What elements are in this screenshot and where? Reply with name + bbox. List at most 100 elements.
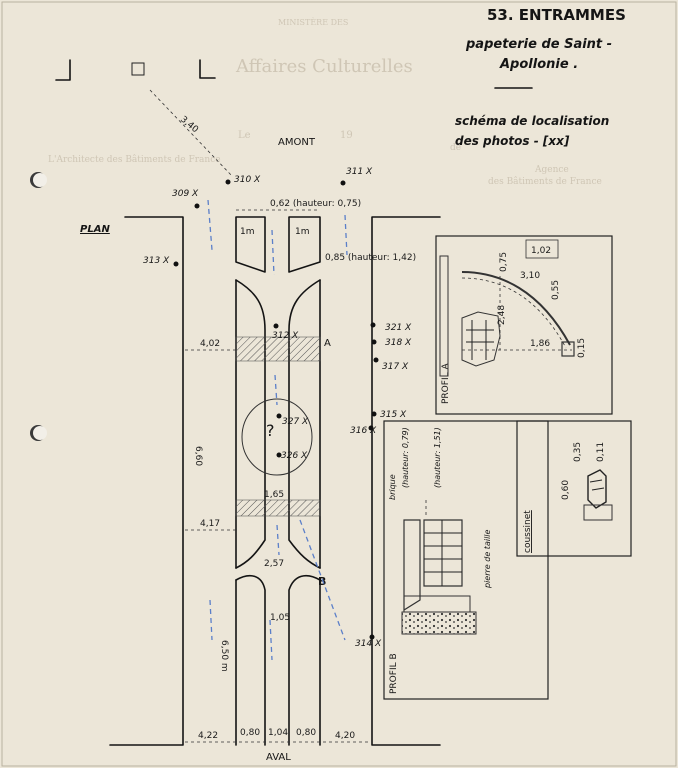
flow-arrow-6: [209, 599, 213, 641]
flow-arrow-2: [271, 229, 275, 276]
coussinet-label: coussinet: [523, 510, 533, 553]
profil-a-d7: 0,15: [577, 338, 587, 358]
photo-point-316: [368, 425, 374, 431]
title: 53. ENTRAMMES: [487, 6, 626, 24]
photo-point-317: [373, 357, 379, 363]
section-a-hatch: [235, 336, 321, 362]
photo-311: 311 X: [346, 167, 373, 177]
lower-channel-left: [235, 574, 266, 746]
dim-402: 4,02: [200, 339, 220, 349]
profil-b-label: PROFIL B: [389, 653, 399, 694]
letterhead-ministry: MINISTÈRE DES: [278, 18, 348, 27]
flow-arrow-8: [344, 214, 348, 256]
photo-point-315: [371, 411, 377, 417]
photo-309: 309 X: [172, 189, 199, 199]
profil-b-frame: [383, 420, 549, 700]
photo-point-326: [276, 452, 282, 458]
profil-a-top-box: [525, 239, 559, 259]
letterhead: MINISTÈRE DES Affaires Culturelles Le 19…: [48, 18, 602, 187]
plan-view: PLAN AMONT AVAL 1m 1m ? 0,62 (hauteur: 0…: [80, 89, 441, 763]
photo-point-310: [225, 179, 231, 185]
dim-420: 4,20: [335, 731, 355, 741]
coussinet-d2: 0,60: [561, 480, 571, 500]
photo-312: 312 X: [272, 331, 299, 341]
photo-318: 318 X: [385, 338, 412, 348]
dim-080b: 0,80: [296, 728, 316, 738]
profil-a-wall: [439, 255, 449, 377]
profil-a-panel: PROFIL A 1,02 3,10 2,48 1,86 0,55 0,75 0…: [435, 235, 613, 415]
dim-165: 1,65: [264, 490, 284, 500]
coussinet-block: [587, 469, 607, 509]
dim-650: 6,50 m: [219, 640, 229, 672]
channel-right-wall: [288, 279, 321, 569]
photo-point-312: [273, 323, 279, 329]
flow-arrow-3: [274, 374, 278, 406]
photo-point-314: [369, 634, 375, 640]
note-line2: des photos - [xx]: [455, 134, 570, 148]
plan-label: PLAN: [80, 224, 110, 235]
lower-channel-right: [288, 574, 321, 746]
photo-313: 313 X: [143, 256, 170, 266]
left-outer-wall: [109, 216, 184, 746]
box-left-label: 1m: [240, 227, 255, 237]
profil-a-d4: 1,86: [530, 339, 550, 349]
dim-080a: 0,80: [240, 728, 260, 738]
letterhead-agence2: des Bâtiments de France: [488, 176, 602, 187]
dim-417: 4,17: [200, 519, 220, 529]
section-b-hatch: [235, 499, 321, 517]
photo-point-313: [173, 261, 179, 267]
profil-a-d1: 1,02: [531, 246, 551, 256]
amont-label: AMONT: [278, 137, 316, 148]
photo-point-311: [340, 180, 346, 186]
profil-a-arch: [461, 271, 571, 346]
dim-422: 4,22: [198, 731, 218, 741]
profil-a-arch-inner: [461, 277, 567, 349]
subtitle-line1: papeterie de Saint -: [465, 37, 612, 52]
profil-b-pierre: pierre de taille: [483, 529, 492, 589]
profil-a-frame: [435, 235, 613, 415]
coussinet-panel: coussinet 0,35 0,60 0,11: [516, 420, 632, 557]
dim-104: 1,04: [268, 728, 288, 738]
section-arrow-b: B: [318, 575, 326, 588]
aval-label: AVAL: [266, 752, 291, 763]
corner-marks: [55, 59, 216, 81]
flow-arrow-1: [207, 199, 213, 251]
box-right-label: 1m: [295, 227, 310, 237]
profil-b-panel: PROFIL B brique (hauteur: 0,79) (hauteur…: [383, 420, 549, 700]
note-line1: schéma de localisation: [455, 114, 609, 128]
dim-mid: 0,85 (hauteur: 1,42): [325, 253, 416, 263]
profil-b-hauteur2: (hauteur: 1,51): [433, 427, 442, 488]
pond-question-mark: ?: [266, 421, 275, 440]
coussinet-base: [583, 504, 613, 521]
coussinet-detail: [589, 479, 605, 491]
title-block: 53. ENTRAMMES papeterie de Saint - Apoll…: [455, 6, 626, 148]
profil-b-hauteur1: (hauteur: 0,79): [401, 427, 410, 488]
dim-257: 2,57: [264, 559, 284, 569]
dim-diagonal: 3,40: [178, 115, 200, 136]
dim-660: 6,60: [193, 446, 203, 466]
coussinet-d1: 0,35: [573, 442, 583, 462]
profil-a-d3: 2,48: [497, 305, 507, 325]
profil-a-d5: 0,55: [551, 280, 561, 300]
profil-a-label: PROFIL A: [441, 363, 451, 404]
coussinet-frame: [516, 420, 632, 557]
channel-left-wall: [235, 279, 266, 569]
inlet-box-left: [235, 216, 266, 273]
profil-a-d2: 3,10: [520, 271, 540, 281]
dim-line-diagonal: [149, 89, 233, 177]
flow-arrow-5: [299, 519, 346, 641]
dim-105: 1,05: [270, 613, 290, 623]
profil-b-stone-joints: [424, 520, 462, 586]
photo-314: 314 X: [355, 639, 382, 649]
letterhead-agence: Agence: [534, 165, 569, 175]
photo-326: 326 X: [281, 451, 308, 461]
dim-top: 0,62 (hauteur: 0,75): [270, 199, 361, 209]
flow-arrow-7: [269, 619, 273, 661]
profil-b-wall: [403, 519, 421, 612]
profil-b-brique: brique: [388, 474, 397, 500]
letterhead-year: 19: [340, 130, 353, 141]
right-outer-wall: [371, 216, 441, 746]
small-square-mark: [131, 62, 145, 76]
